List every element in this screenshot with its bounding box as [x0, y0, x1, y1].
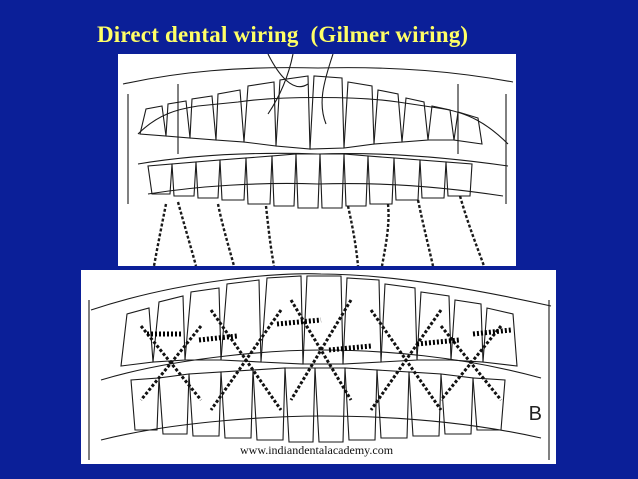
gilmer-wiring-illustration — [88, 273, 552, 460]
footer-url: www.indiandentalacademy.com — [240, 443, 394, 457]
dental-arches-illustration — [122, 54, 514, 266]
figure-gilmer-wiring-closeup: B — [81, 270, 556, 464]
slide-title: Direct dental wiring (Gilmer wiring) — [97, 22, 469, 47]
figure-label-b: B — [528, 403, 542, 425]
figure-dental-arches-wiring — [118, 54, 516, 266]
